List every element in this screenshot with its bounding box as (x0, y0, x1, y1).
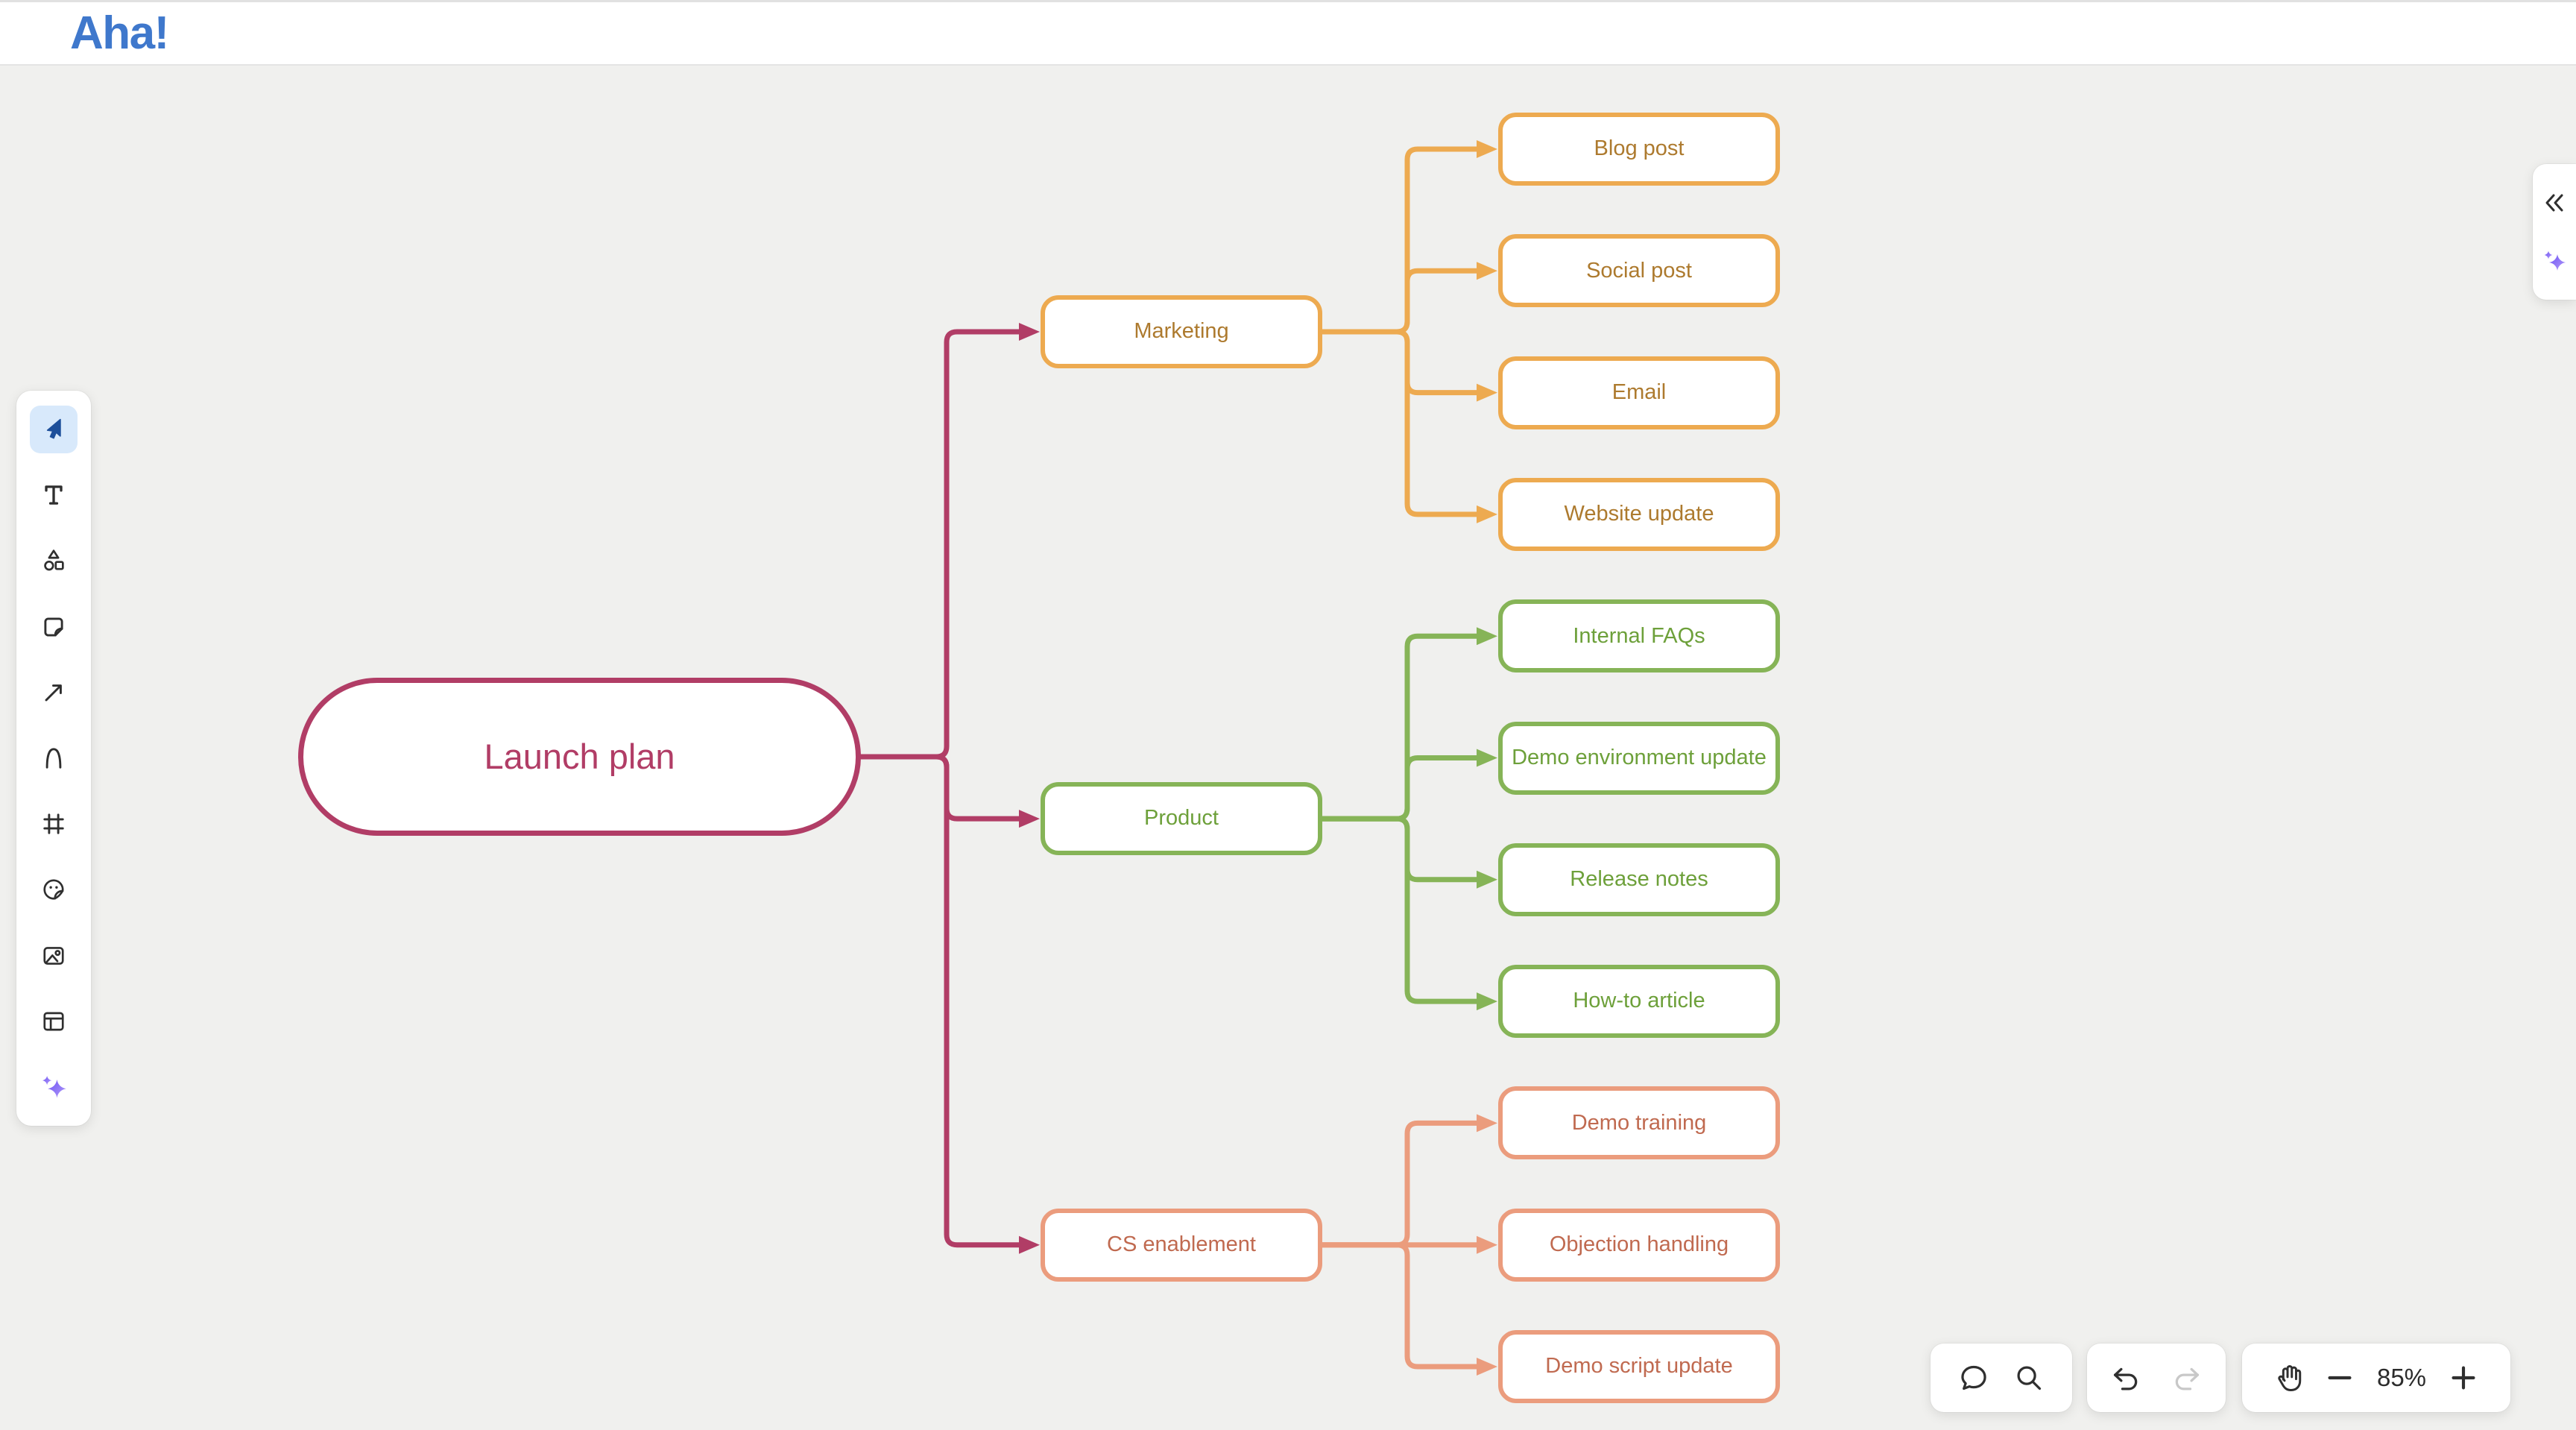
undo-button[interactable] (2110, 1361, 2143, 1394)
connector-path (1319, 1242, 1483, 1370)
comment-button[interactable] (1957, 1361, 1990, 1394)
mindmap-leaf[interactable]: Objection handling (1498, 1208, 1780, 1282)
pen-icon (39, 743, 69, 773)
tool-sticky-note-button[interactable] (30, 603, 78, 651)
redo-button[interactable] (2170, 1361, 2203, 1394)
connector-arrowhead (1477, 749, 1497, 767)
tool-image-button[interactable] (30, 932, 78, 980)
chevrons-left-icon (2541, 189, 2568, 216)
search-button[interactable] (2012, 1361, 2045, 1394)
connector-arrowhead (1477, 627, 1497, 646)
tool-select-button[interactable] (30, 406, 78, 453)
text-icon (39, 480, 69, 510)
minus-icon (2323, 1361, 2356, 1394)
tool-pen-button[interactable] (30, 734, 78, 782)
connector-path (858, 754, 1026, 822)
mindmap-branch-2[interactable]: Product (1041, 782, 1322, 856)
tool-text-button[interactable] (30, 471, 78, 519)
connector-path (1319, 329, 1483, 396)
connector-path (1319, 816, 1483, 1004)
tool-sticker-button[interactable] (30, 866, 78, 913)
connector-path (1319, 268, 1483, 335)
sticker-icon (39, 875, 69, 904)
connector-arrowhead (1477, 992, 1497, 1011)
connector-arrowhead (1477, 262, 1497, 280)
connector-arrowhead (1477, 1235, 1497, 1254)
mindmap-leaf[interactable]: Internal FAQs (1498, 599, 1780, 673)
connector-arrowhead (1019, 1235, 1040, 1254)
mindmap-leaf[interactable]: Blog post (1498, 113, 1780, 186)
mindmap-leaf[interactable]: How-to article (1498, 965, 1780, 1039)
mindmap-leaf[interactable]: Social post (1498, 234, 1780, 308)
plus-icon (2447, 1361, 2480, 1394)
connector-path (1319, 146, 1483, 335)
mindmap-branch-1[interactable]: Marketing (1041, 294, 1322, 368)
ai-assistant-button[interactable] (2535, 242, 2574, 280)
tool-layout-button[interactable] (30, 998, 78, 1045)
shapes-icon (39, 546, 69, 576)
app-header: Aha! (0, 0, 2576, 66)
zoom-out-button[interactable] (2323, 1361, 2356, 1394)
mindmap-branch-3[interactable]: CS enablement (1041, 1208, 1322, 1282)
arrow-icon (39, 678, 69, 708)
mindmap-leaf[interactable]: Website update (1498, 477, 1780, 551)
connector-arrowhead (1477, 1114, 1497, 1133)
connector-path (1319, 755, 1483, 822)
ai-sparkle-icon (2541, 248, 2568, 274)
comment-search-bar (1931, 1344, 2072, 1412)
connector-arrowhead (1477, 383, 1497, 402)
zoom-in-button[interactable] (2447, 1361, 2480, 1394)
tool-shapes-button[interactable] (30, 537, 78, 585)
connector-arrowhead (1477, 1358, 1497, 1376)
mindmap-leaf[interactable]: Demo script update (1498, 1330, 1780, 1403)
comment-icon (1957, 1361, 1990, 1394)
window-top-edge (0, 0, 2576, 2)
frame-icon (39, 809, 69, 839)
connector-path (858, 754, 1026, 1248)
undo-redo-bar (2087, 1344, 2226, 1412)
connector-arrowhead (1019, 810, 1040, 828)
search-icon (2012, 1361, 2045, 1394)
connector-path (1319, 633, 1483, 822)
zoom-level-label[interactable]: 85% (2376, 1364, 2427, 1391)
image-icon (39, 941, 69, 971)
drawing-toolbar (16, 391, 91, 1126)
connector-path (1319, 1120, 1483, 1248)
collapse-window-button[interactable] (2521, 15, 2557, 51)
redo-icon (2170, 1361, 2203, 1394)
mindmap-leaf[interactable]: Email (1498, 356, 1780, 429)
zoom-bar: 85% (2242, 1344, 2510, 1412)
mindmap-leaf[interactable]: Demo environment update (1498, 721, 1780, 795)
connector-path (1319, 329, 1483, 517)
collapse-panel-button[interactable] (2535, 183, 2574, 222)
tool-connector-button[interactable] (30, 669, 78, 716)
pan-hand-button[interactable] (2273, 1361, 2305, 1394)
cursor-icon (39, 415, 69, 444)
undo-icon (2110, 1361, 2143, 1394)
connector-path (858, 329, 1026, 760)
ai-sparkle-icon (39, 1072, 69, 1102)
connector-arrowhead (1019, 322, 1040, 341)
mindmap-root[interactable]: Launch plan (298, 678, 861, 836)
layout-icon (39, 1007, 69, 1036)
connector-path (1319, 816, 1483, 883)
sticky-note-icon (39, 612, 69, 642)
connector-arrowhead (1477, 140, 1497, 158)
tool-frame-button[interactable] (30, 800, 78, 848)
right-side-panel (2533, 164, 2576, 300)
connector-arrowhead (1477, 505, 1497, 523)
connector-arrowhead (1477, 870, 1497, 889)
tool-ai-button[interactable] (30, 1063, 78, 1111)
aha-logo[interactable]: Aha! (70, 7, 169, 59)
mindmap-leaf[interactable]: Demo training (1498, 1086, 1780, 1160)
mindmap-leaf[interactable]: Release notes (1498, 842, 1780, 916)
hand-icon (2273, 1361, 2305, 1394)
